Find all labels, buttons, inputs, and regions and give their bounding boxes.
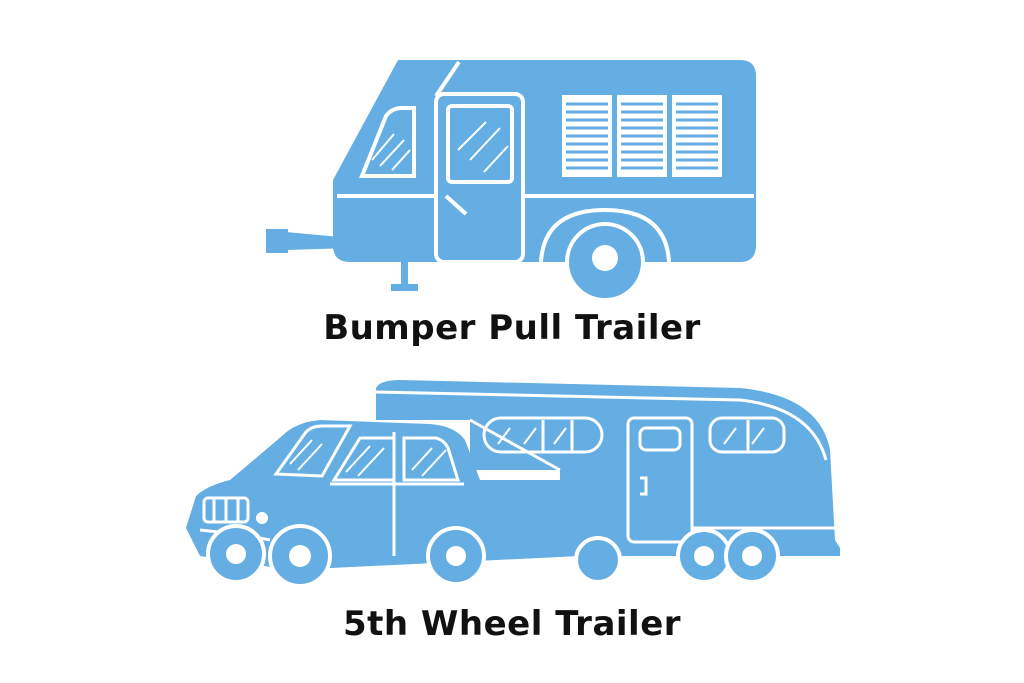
trailer-wheel-front — [574, 536, 622, 584]
trailer-wheel-rear-2 — [724, 528, 780, 584]
door — [434, 92, 525, 264]
bumper-pull-caption: Bumper Pull Trailer — [323, 308, 701, 348]
truck-front-wheel — [206, 524, 266, 584]
truck-rear-wheel — [426, 526, 486, 586]
fifth-wheel-caption: 5th Wheel Trailer — [342, 604, 682, 644]
wheel-arch-trim — [539, 207, 671, 263]
trailer-wheel — [565, 222, 645, 302]
truck-rear-window — [402, 436, 461, 482]
trailer-door-window — [638, 426, 682, 452]
truck-front-wheel-2 — [268, 524, 332, 588]
jack-stand — [401, 256, 408, 286]
jack-foot — [391, 284, 418, 291]
truck-headlight — [256, 512, 268, 524]
front-window — [359, 106, 416, 178]
roof-line — [434, 60, 461, 98]
truck-windshield — [273, 424, 353, 478]
trailer-door — [626, 416, 694, 544]
fifth-wheel-body — [376, 380, 840, 556]
trailer-wheel-rear-1 — [676, 528, 732, 584]
door-window — [446, 104, 514, 184]
truck-door-outline — [330, 432, 464, 556]
hitch-coupler — [266, 229, 288, 253]
